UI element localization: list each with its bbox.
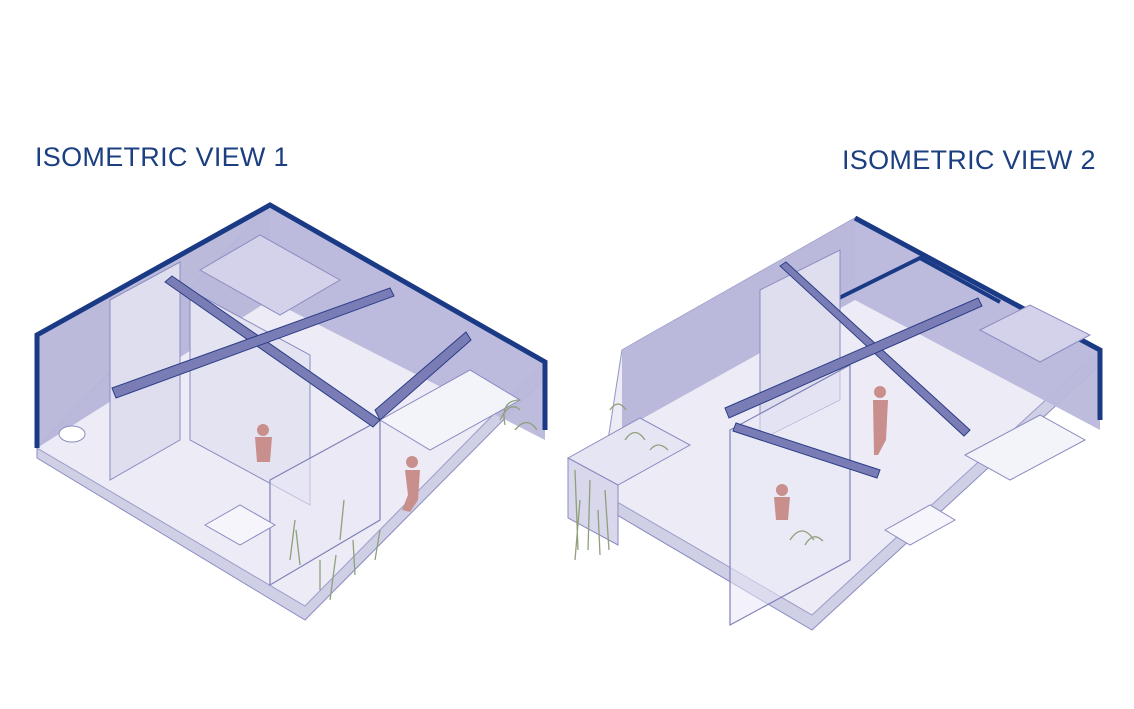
view-2-cabinets: [978, 304, 1092, 363]
view-1-bed: [203, 504, 277, 546]
view-1-wall-outline: [34, 202, 548, 448]
view-2-wall-outline: [853, 215, 1103, 420]
view-2-wall-outline-inner: [834, 255, 1001, 304]
view-2-back-left-wall: [622, 218, 855, 430]
view-1-cabinets: [198, 234, 342, 316]
view-2-beam-2: [724, 297, 983, 419]
view-1-beam-2: [111, 287, 395, 399]
view-2-kitchen-island: [963, 414, 1087, 481]
view-2-title: ISOMETRIC VIEW 2: [842, 145, 1096, 175]
view-2-beam-3: [732, 422, 881, 479]
view-1-toilet: [58, 425, 86, 443]
view-2-person-figure: [774, 386, 888, 520]
view-2-plants: [574, 403, 824, 561]
view-2-planter-front: [567, 457, 619, 546]
isometric-view-1: [34, 202, 548, 621]
view-1-person-figure: [255, 424, 420, 512]
view-2-glass-box: [729, 363, 851, 627]
view-1-title: ISOMETRIC VIEW 1: [35, 142, 289, 172]
view-1-partition-left: [109, 261, 181, 481]
view-1-plants: [289, 399, 538, 601]
view-2-back-right-wall: [855, 218, 1100, 430]
view-1-beam-3: [374, 331, 472, 421]
isometric-view-2: [566, 215, 1103, 631]
view-2-sofa: [884, 504, 956, 546]
